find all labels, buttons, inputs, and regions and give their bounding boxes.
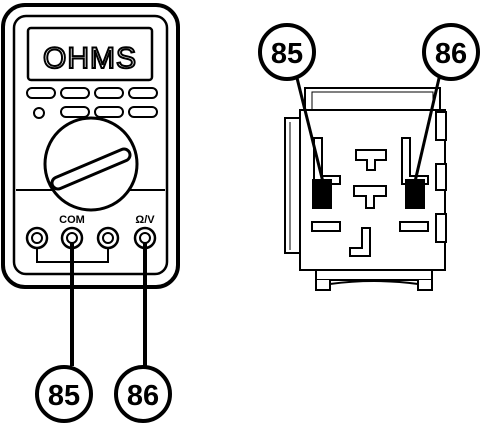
callout-meter-86-text: 86: [127, 380, 159, 412]
callout-meter-85-text: 85: [48, 380, 80, 412]
relay-leader-85: [294, 73, 326, 187]
terminal-blade-85: [312, 179, 332, 209]
meter-button[interactable]: [60, 87, 90, 99]
terminal-slot-87a: [355, 149, 387, 171]
terminal-slot-left-flat: [311, 221, 341, 232]
callout-meter-85: 85: [35, 365, 93, 423]
terminal-slot-30: [349, 227, 371, 257]
terminal-slot-86: [401, 137, 429, 185]
terminal-slot-87: [353, 185, 387, 209]
jack-label-com: COM: [59, 214, 85, 226]
meter-button[interactable]: [128, 87, 158, 99]
relay-base: [315, 269, 433, 281]
relay-right-rib: [435, 163, 447, 191]
meter-jacks: [25, 226, 157, 250]
multimeter: OHMS COM Ω/V: [1, 3, 180, 289]
relay-leader-86: [412, 73, 442, 187]
meter-buttons: [26, 87, 158, 119]
dial-pointer: [50, 147, 132, 191]
meter-display-text: OHMS: [43, 42, 137, 75]
callout-relay-85: 85: [258, 23, 316, 81]
meter-button[interactable]: [26, 87, 56, 99]
meter-button[interactable]: [60, 106, 90, 118]
relay-left-flange: [284, 117, 301, 254]
relay: [284, 87, 447, 291]
jack-3[interactable]: [96, 226, 120, 250]
callout-relay-86: 86: [422, 23, 480, 81]
meter-display: [26, 26, 154, 82]
meter-power-button[interactable]: [33, 107, 45, 119]
relay-right-rib: [435, 213, 447, 243]
relay-right-rib: [435, 111, 447, 141]
callout-meter-86: 86: [114, 365, 172, 423]
terminal-slot-right-flat: [399, 221, 429, 232]
jack-label-ohm-v: Ω/V: [135, 214, 155, 226]
jack-com[interactable]: [60, 226, 84, 250]
jack-1[interactable]: [25, 226, 49, 250]
callout-relay-86-text: 86: [435, 38, 467, 70]
callout-relay-85-text: 85: [271, 38, 303, 70]
meter-button[interactable]: [94, 106, 124, 118]
meter-button[interactable]: [94, 87, 124, 99]
meter-button[interactable]: [128, 106, 158, 118]
